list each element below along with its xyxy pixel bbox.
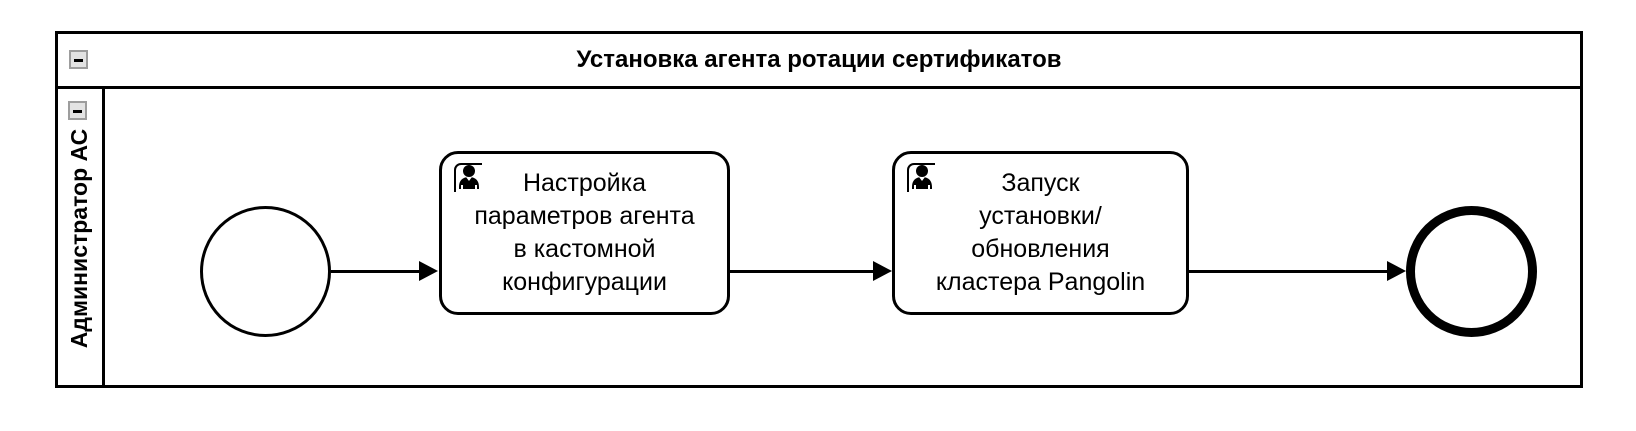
lane-label-wrap: Администратор АС — [58, 89, 102, 388]
lane-administrator[interactable]: Администратор АС Настройка параметров аг… — [58, 89, 1580, 385]
arrow-head-icon — [1387, 261, 1406, 281]
task-label: Настройка параметров агента в кастомной … — [474, 169, 695, 296]
pool-collapse-icon[interactable] — [69, 50, 88, 69]
start-event[interactable] — [200, 206, 331, 337]
pool-administrator[interactable]: Установка агента ротации сертификатов Ад… — [55, 31, 1583, 388]
pool-header: Установка агента ротации сертификатов — [58, 34, 1580, 89]
user-icon — [454, 163, 482, 192]
pool-title: Установка агента ротации сертификатов — [576, 46, 1062, 73]
lane-header: Администратор АС — [58, 89, 105, 385]
sequence-flow-task1-to-task2 — [730, 270, 877, 273]
user-icon — [907, 163, 935, 192]
task-run-install-update[interactable]: Запуск установки/ обновления кластера Pa… — [892, 151, 1189, 315]
lane-collapse-icon[interactable] — [68, 101, 87, 120]
task-label: Запуск установки/ обновления кластера Pa… — [935, 169, 1146, 296]
arrow-head-icon — [873, 261, 892, 281]
sequence-flow-start-to-task1 — [331, 270, 424, 273]
lane-label: Администратор АС — [66, 128, 93, 349]
task-configure-agent-params[interactable]: Настройка параметров агента в кастомной … — [439, 151, 730, 315]
lane-body: Настройка параметров агента в кастомной … — [105, 89, 1580, 385]
arrow-head-icon — [419, 261, 438, 281]
end-event[interactable] — [1406, 206, 1537, 337]
sequence-flow-task2-to-end — [1189, 270, 1391, 273]
